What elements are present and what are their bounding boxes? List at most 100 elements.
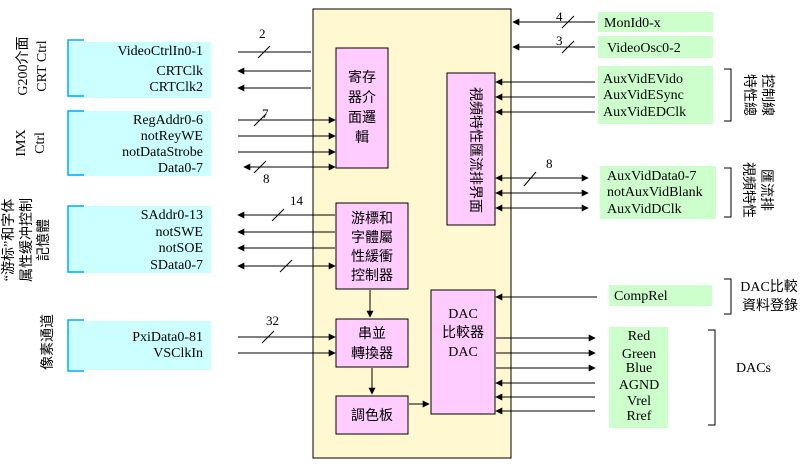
signal-crt-0: VideoCtrlIn0-1 [118, 44, 203, 59]
signal-dac-1: Green [622, 347, 656, 362]
comp-group-box [609, 285, 712, 306]
block-label-serial: 串並 [358, 326, 386, 342]
cursor-controller-block [335, 202, 409, 290]
signal-stream-0: AuxVidData0-7 [607, 169, 696, 184]
osc-group-box [598, 36, 713, 58]
block-label-dac: DAC [448, 307, 478, 322]
bus-width-auxdata: 8 [546, 156, 553, 171]
block-label-cursor: 控制器 [351, 268, 393, 284]
block-label-palette: 調色板 [351, 407, 393, 424]
signal-dac-3: AGND [619, 378, 659, 393]
block-label-dac: 比較器 [442, 325, 484, 341]
signal-osc-0: VideoOsc0-2 [607, 41, 681, 56]
bus-width-data: 8 [263, 171, 270, 186]
group-title-crt: CRT Ctrl [35, 40, 50, 92]
comp-bracket [724, 278, 732, 315]
group-title-crt: G200介面 [15, 36, 31, 95]
block-label-cursor: 性緩衝 [351, 249, 393, 265]
feat-group-box [598, 66, 713, 124]
signal-pixel-0: PxiData0-81 [132, 330, 203, 345]
imx-bracket [67, 110, 84, 176]
mem-bracket [67, 205, 84, 273]
slash-saddr [271, 208, 285, 222]
serial-converter-block [335, 318, 409, 368]
signal-crt-2: CRTClk2 [149, 80, 203, 95]
bus-width-pixel: 32 [266, 313, 279, 328]
block-label-reg: 面邏 [348, 110, 376, 126]
pixel-bracket [67, 319, 84, 372]
block-label-serial: 轉換器 [351, 346, 393, 362]
signal-stream-2: AuxVidDClk [607, 202, 682, 217]
slash-data [253, 160, 267, 174]
signal-imx-2: notDataStrobe [122, 145, 203, 160]
group-label-feat: 特性總 [741, 74, 758, 116]
video-bus-interface-block [446, 72, 496, 226]
signal-feat-0: AuxVidEVido [603, 72, 683, 87]
crt-bracket [67, 39, 84, 97]
stream-group-box [600, 166, 716, 219]
group-title-mem: “游标”和字体 [1, 199, 17, 281]
feat-bracket [724, 68, 732, 122]
group-label-comp: 資料登錄 [742, 298, 798, 314]
signal-stream-1: notAuxVidBlank [607, 185, 703, 200]
slash-monid [561, 15, 575, 29]
mon-group-box [598, 12, 713, 32]
group-title-imx: Ctrl [33, 132, 48, 154]
dac-bracket [708, 329, 716, 426]
signal-feat-1: AuxVidESync [603, 88, 684, 103]
group-title-mem: 記憶體 [35, 219, 52, 261]
group-title-mem: 属性缓冲控制 [19, 198, 35, 282]
signal-dac-2: Blue [626, 361, 652, 376]
bus-width-regaddr: 7 [262, 106, 269, 121]
block-label-cursor: 字體屬 [351, 230, 393, 246]
slash-regaddr [253, 113, 267, 127]
pixel-group-box [68, 321, 211, 370]
block-label-dac: DAC [448, 345, 478, 360]
signal-mem-0: SAddr0-13 [141, 208, 203, 223]
block-label-reg: 器介 [348, 90, 376, 106]
slash-videoosc [561, 40, 575, 54]
signal-imx-1: notReyWE [141, 129, 203, 144]
signal-dac-5: Rref [627, 409, 652, 424]
dac-comparator-block [430, 289, 496, 415]
signal-mon-0: MonId0-x [604, 16, 661, 31]
stream-bracket [724, 167, 732, 218]
signal-imx-3: Data0-7 [158, 161, 203, 176]
slash-auxviddata [523, 171, 537, 187]
slash-videoctrl [257, 45, 271, 59]
bus-width-osc: 3 [556, 33, 563, 48]
dac-group-box [609, 327, 668, 428]
crt-group-box [68, 42, 211, 98]
group-label-stream: 視頻特性 [740, 162, 756, 218]
slash-pxidata [261, 330, 275, 344]
signal-pixel-1: VSClkIn [153, 346, 203, 361]
signal-dac-4: Vrel [627, 394, 651, 409]
signal-mem-2: notSOE [159, 241, 203, 256]
signal-mem-3: SData0-7 [150, 258, 203, 273]
block-label-cursor: 游標和 [351, 211, 393, 227]
block-label-vidbus: 視頻特性匯流排界面 [467, 87, 483, 213]
signal-crt-1: CRTClk [156, 64, 203, 79]
signal-imx-0: RegAddr0-6 [133, 113, 203, 128]
group-label-stream: 匯流排 [758, 169, 774, 211]
block-label-reg: 輯 [355, 130, 369, 146]
imx-group-box [68, 111, 211, 176]
signal-comp-0: CompRel [614, 289, 668, 304]
slash-sdata [279, 259, 293, 273]
group-title-pixel: 像素通道 [40, 314, 56, 370]
block-label-reg: 寄存 [348, 69, 376, 86]
signal-feat-2: AuxVidEDClk [603, 105, 686, 120]
palette-block [335, 395, 409, 435]
mem-group-box [68, 206, 211, 273]
group-label-dac: DACs [736, 361, 771, 376]
signal-dac-0: Red [628, 329, 651, 344]
register-interface-block [335, 47, 389, 169]
group-label-comp: DAC比較 [740, 279, 798, 295]
bus-width-monid: 4 [556, 9, 563, 24]
group-label-feat: 控制線 [759, 74, 775, 116]
bus-width-videoctrl: 2 [259, 26, 266, 41]
group-title-imx: IMX [14, 129, 29, 156]
bus-width-saddr: 14 [290, 193, 304, 208]
signal-mem-1: notSWE [156, 225, 203, 240]
